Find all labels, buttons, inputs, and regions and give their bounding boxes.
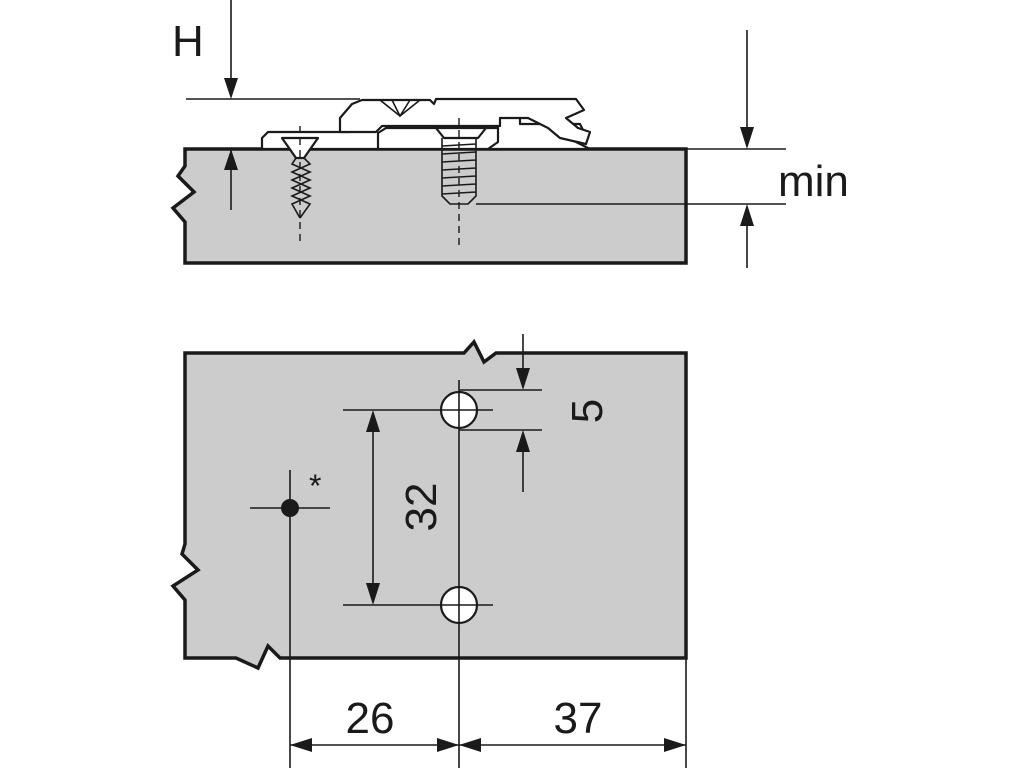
plan-view-panel	[170, 338, 688, 671]
hole-offset-label: 5	[563, 399, 612, 423]
mounting-plate-top	[338, 97, 592, 146]
hole-spacing-label: 32	[397, 483, 446, 532]
min-label: min	[778, 157, 849, 206]
plate-clip-detail	[379, 99, 421, 118]
dimension-left-label: 26	[346, 694, 395, 743]
wood-screw	[280, 126, 320, 246]
dimension-right-label: 37	[554, 694, 603, 743]
hole-offset-dimension: 5	[459, 334, 612, 492]
min-dimension: min	[476, 30, 849, 268]
reference-point: *	[250, 468, 330, 768]
hole-spacing-dimension: 32	[343, 409, 493, 606]
plan-view: 32 5 * 26 37	[170, 334, 688, 768]
side-view: H min	[170, 0, 849, 268]
height-label: H	[172, 17, 204, 66]
euro-screw	[434, 118, 488, 246]
side-view-panel	[170, 147, 688, 265]
height-dimension: H	[172, 0, 360, 210]
bottom-dimensions: 26 37	[290, 658, 687, 768]
reference-mark-label: *	[309, 468, 321, 504]
